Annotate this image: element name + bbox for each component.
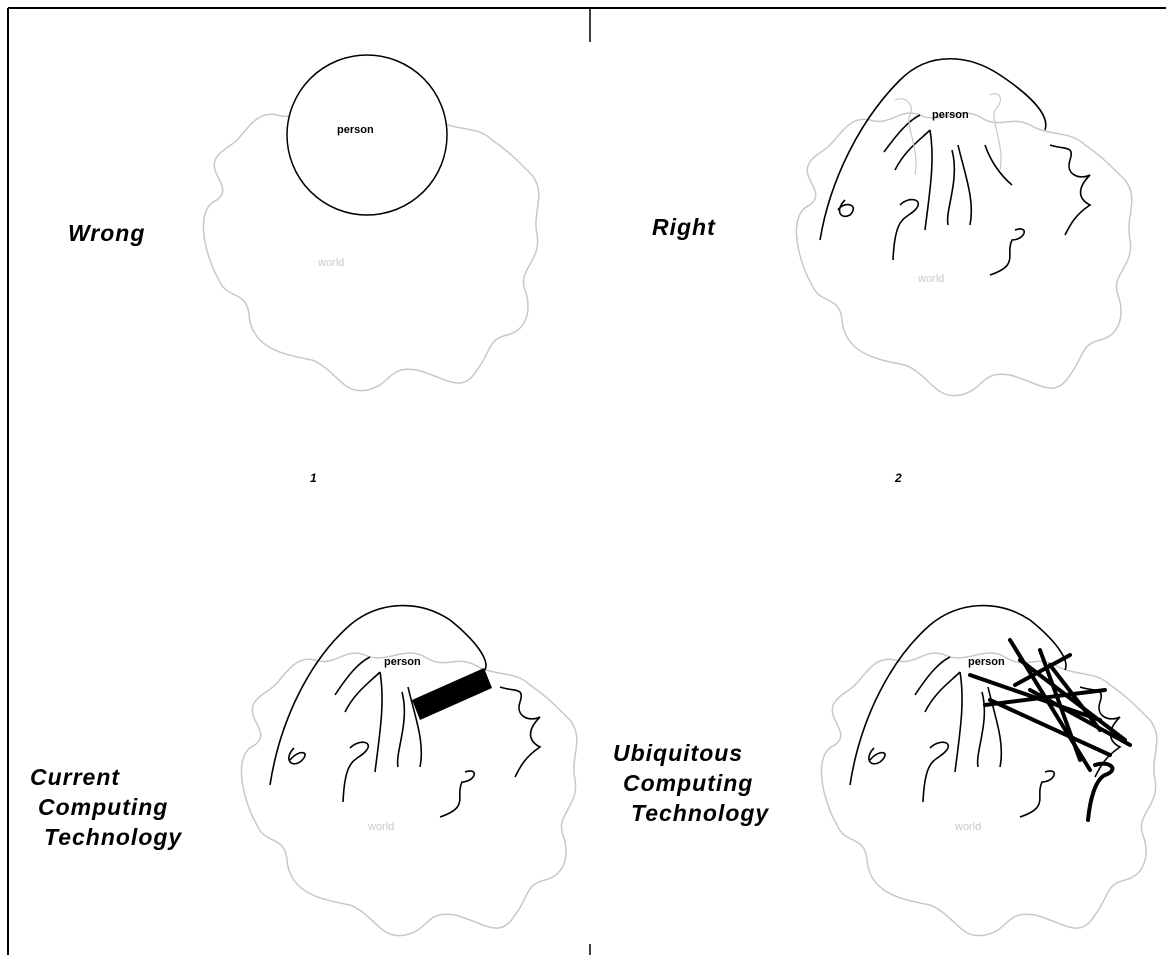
world-label: world — [317, 257, 344, 269]
panel-wrong: person world — [203, 55, 538, 391]
panel-current: person world — [241, 606, 576, 936]
label-current: Current Computing Technology — [30, 762, 182, 852]
label-line: Current — [30, 762, 182, 792]
world-label: world — [954, 821, 981, 833]
panel-right: person world — [796, 59, 1131, 396]
label-line: Wrong — [68, 218, 145, 248]
label-line: Right — [652, 212, 716, 242]
person-label: person — [968, 656, 1005, 668]
person-label: person — [932, 109, 969, 121]
person-label: person — [337, 124, 374, 136]
person-outline-grey — [895, 94, 1001, 175]
person-label: person — [384, 656, 421, 668]
world-outline — [241, 653, 576, 936]
world-outline — [821, 653, 1156, 936]
panel-number-2: 2 — [895, 471, 902, 485]
computer-device — [412, 668, 492, 720]
world-label: world — [917, 273, 944, 285]
label-line: Technology — [44, 822, 182, 852]
label-line: Technology — [631, 798, 769, 828]
person-tendrils — [270, 606, 540, 817]
label-line: Computing — [38, 792, 182, 822]
panel-number-1: 1 — [310, 471, 317, 485]
person-tendrils — [820, 59, 1090, 275]
label-wrong: Wrong — [68, 218, 145, 248]
label-line: Ubiquitous — [613, 738, 769, 768]
world-label: world — [367, 821, 394, 833]
label-right: Right — [652, 212, 716, 242]
panel-ubiquitous: person world — [821, 606, 1156, 936]
label-ubiquitous: Ubiquitous Computing Technology — [613, 738, 769, 828]
label-line: Computing — [623, 768, 769, 798]
